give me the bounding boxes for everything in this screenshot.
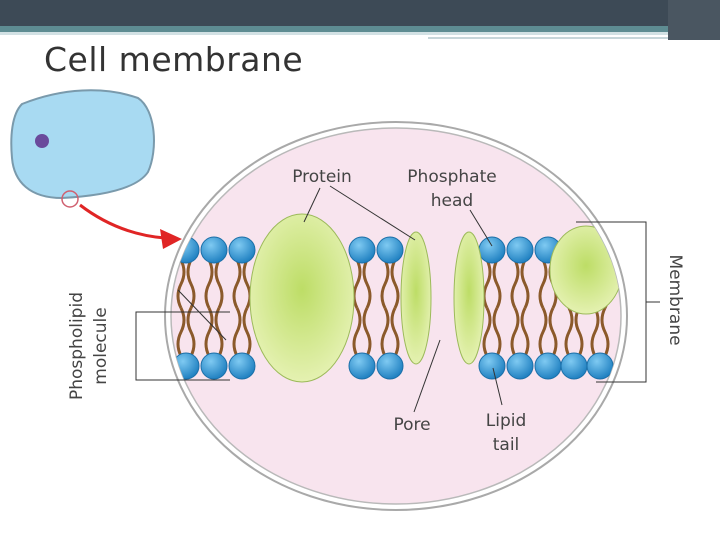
lipid-tail (564, 307, 574, 357)
header-band-light (0, 32, 720, 35)
label-phospholipid-2: molecule (91, 307, 111, 384)
lipid-tail (538, 259, 548, 309)
phospholipid-bracket (135, 311, 230, 381)
lipid-tail (520, 259, 530, 309)
pore-protein-right (453, 231, 485, 365)
pore-line (413, 339, 441, 413)
lipid-tail (176, 259, 186, 309)
header-accent-line (428, 37, 668, 39)
lipid-tail (232, 307, 242, 357)
magnify-circle (61, 190, 79, 208)
label-membrane: Membrane (665, 254, 685, 345)
lipid-tail (510, 307, 520, 357)
protein-line-1 (303, 187, 321, 223)
label-phospholipid-1: Phospholipid (67, 292, 87, 400)
lipid-tail (380, 259, 390, 309)
header-band-teal (0, 26, 720, 32)
lipid-tail (574, 307, 584, 357)
phosphate-line (469, 209, 493, 247)
lipid-tail (482, 307, 492, 357)
lipid-tail (520, 307, 530, 357)
bilayer (172, 213, 621, 383)
lipid-tails (176, 259, 610, 357)
lipid-tail (390, 307, 400, 357)
whole-cell (10, 89, 155, 200)
phosphate-head (560, 352, 588, 380)
phosphate-head (376, 352, 404, 380)
lipid-tail (548, 307, 558, 357)
lipid-tail (538, 307, 548, 357)
phosphate-head (478, 236, 506, 264)
label-phosphate-head-1: Phosphate (407, 167, 496, 187)
slide-title: Cell membrane (44, 40, 304, 79)
phosphate-head (478, 352, 506, 380)
lipid-tail (186, 259, 196, 309)
protein-large (249, 213, 355, 383)
lipid-tail (380, 307, 390, 357)
nucleus (35, 134, 49, 148)
label-pore: Pore (393, 415, 430, 435)
pore-protein-left (400, 231, 432, 365)
label-lipid-tail-2: tail (493, 435, 520, 455)
lipid-line (492, 367, 503, 406)
phosphate-head (228, 352, 256, 380)
phosphate-head (506, 236, 534, 264)
lipid-tail (214, 259, 224, 309)
lipid-tail (352, 259, 362, 309)
label-lines (135, 185, 660, 413)
phospholipid-pointer (177, 289, 227, 341)
phosphate-head (586, 352, 614, 380)
lipid-tail (352, 307, 362, 357)
header-bar (0, 0, 720, 40)
lipid-tail (362, 307, 372, 357)
phosphate-head (228, 236, 256, 264)
phosphate-head (348, 236, 376, 264)
label-protein: Protein (292, 167, 352, 187)
label-lipid-tail-1: Lipid (486, 411, 527, 431)
phosphate-heads (172, 236, 614, 380)
phosphate-head (376, 236, 404, 264)
phosphate-head (348, 352, 376, 380)
label-phosphate-head-2: head (431, 191, 473, 211)
lipid-tail (492, 259, 502, 309)
phosphate-head (200, 352, 228, 380)
lipid-tail (176, 307, 186, 357)
lipid-tail (600, 307, 610, 357)
lipid-tail (242, 259, 252, 309)
phosphate-head (200, 236, 228, 264)
header-corner-block (668, 0, 720, 40)
lipid-tail (390, 259, 400, 309)
lipid-tail (204, 307, 214, 357)
lipid-tail (590, 307, 600, 357)
header-band-dark (0, 0, 720, 26)
protein-right (549, 225, 621, 315)
lipid-tail (492, 307, 502, 357)
lipid-tail (242, 307, 252, 357)
lipid-tail (510, 259, 520, 309)
lipid-tail (186, 307, 196, 357)
phosphate-head (534, 352, 562, 380)
zoom-arrow (79, 203, 166, 240)
lipid-tail (482, 259, 492, 309)
lipid-tail (362, 259, 372, 309)
phosphate-head (506, 352, 534, 380)
protein-line-2 (329, 185, 416, 241)
zoom-arrow-head (160, 229, 182, 249)
lipid-tail (204, 259, 214, 309)
lipid-tail (232, 259, 242, 309)
